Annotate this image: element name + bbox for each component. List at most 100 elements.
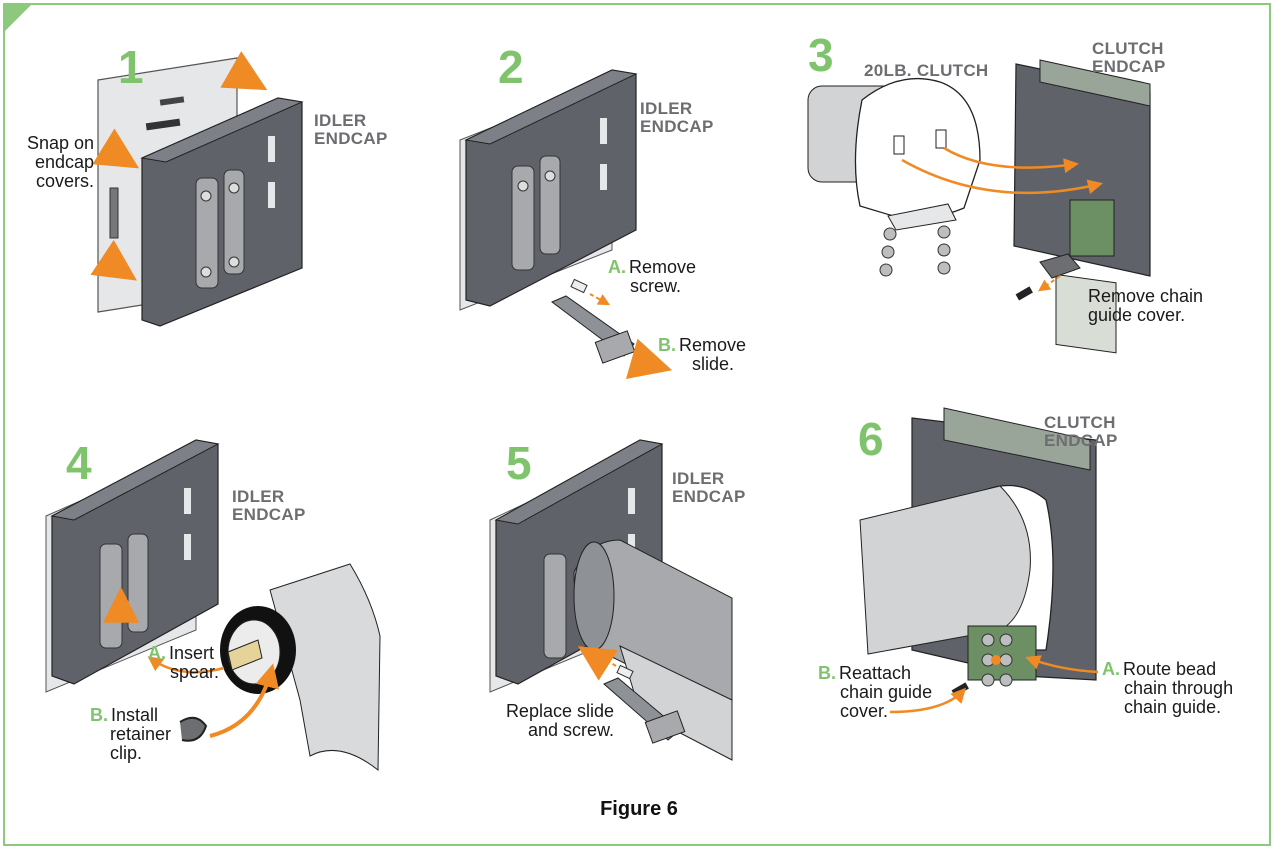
part-label-line: ENDCAP (640, 117, 714, 136)
callout-line: endcap (34, 152, 94, 172)
clutch-endcap-inner (943, 407, 1091, 471)
snap-arrow (220, 51, 268, 91)
part-label-line: ENDCAP (314, 129, 388, 148)
snap-arrow (92, 128, 140, 169)
roller-tube-rim (573, 541, 615, 651)
clutch-lug (935, 129, 947, 149)
part-label-line: IDLER (672, 469, 725, 488)
slide-bracket (223, 169, 245, 275)
clutch-lug (893, 135, 905, 155)
part-label-line: IDLER (232, 487, 285, 506)
step-5-part-label: IDLER ENDCAP (672, 470, 746, 506)
part-label-line: ENDCAP (1044, 431, 1118, 450)
step-2-number: 2 (498, 41, 524, 93)
bead-chain (879, 225, 951, 277)
screw-arrow (589, 293, 611, 306)
spear-arrow (147, 656, 225, 674)
callout-line: chain guide (840, 682, 933, 702)
figure-caption: Figure 6 (600, 798, 678, 820)
idler-endcap-top (140, 97, 304, 163)
slide-arrow (625, 338, 673, 379)
endcap-slot (268, 136, 275, 162)
step-5-number: 5 (506, 437, 532, 489)
endcap-slot (184, 534, 191, 560)
snap-arrow (90, 239, 137, 281)
part-label-line: CLUTCH (1092, 39, 1164, 58)
figure-frame (3, 3, 1271, 846)
chain-entry-highlight (991, 655, 1001, 665)
step-4-callout-b: B.Install retainer clip. (90, 706, 171, 763)
callout-line: covers. (35, 171, 94, 191)
step-3-illustration (807, 59, 1151, 354)
shade-fabric (269, 563, 381, 772)
part-label-line: IDLER (640, 99, 693, 118)
bracket-rivet (517, 180, 529, 192)
cover-slot (159, 96, 185, 106)
callout-letter: B. (818, 663, 836, 683)
removed-screw (570, 278, 588, 294)
step-6-callout-a: A.Route bead chain through chain guide. (1102, 660, 1233, 717)
step-1-number: 1 (118, 41, 144, 93)
callout-line: Route bead (1123, 659, 1217, 679)
chain-guide-cover (1039, 253, 1081, 279)
slide-bracket (127, 533, 149, 633)
step-6-illustration (859, 407, 1099, 714)
route-arrow (1025, 655, 1099, 674)
lug-arrow (943, 146, 1079, 174)
frame-corner-accent (5, 5, 31, 31)
callout-letter: A. (608, 257, 626, 277)
lug-arrow (901, 158, 1103, 195)
bracket-rivet (228, 182, 240, 194)
cover-label (145, 118, 181, 131)
step-4-part-label: IDLER ENDCAP (232, 488, 306, 524)
callout-line: Reattach (839, 663, 912, 683)
callout-line: spear. (170, 662, 220, 682)
callout-line: chain guide. (1124, 697, 1222, 717)
slide-head (644, 710, 686, 744)
callout-line: Remove (629, 257, 697, 277)
endcap-slot (184, 488, 191, 514)
part-label-line: ENDCAP (232, 505, 306, 524)
idler-endcap-top (494, 439, 664, 525)
chain-guide-lip (887, 203, 957, 231)
bracket-rivet (200, 190, 212, 202)
cover-side-slot (109, 187, 119, 239)
step-4-callout-a: A.Insert spear. (148, 644, 219, 682)
callout-line: retainer (110, 724, 172, 744)
clutch-housing (854, 77, 981, 220)
spear-pin (227, 639, 263, 671)
callout-line: Remove chain (1088, 286, 1204, 306)
slide-bracket (195, 177, 219, 289)
idler-endcap-top (50, 439, 220, 521)
step-1-callout: Snap on endcap covers. (10, 134, 94, 191)
callout-line: slide. (692, 354, 735, 374)
endcap-slot (628, 488, 635, 514)
callout-line: Replace slide (505, 701, 614, 721)
bracket-rivet (228, 256, 240, 268)
callout-line: guide cover. (1088, 305, 1186, 325)
part-label-line: ENDCAP (672, 487, 746, 506)
slide-bracket (543, 553, 567, 659)
callout-line: Snap on (26, 133, 94, 153)
callout-line: Install (111, 705, 159, 725)
cover-screw (1015, 286, 1033, 301)
screw-arrow (597, 654, 617, 667)
endcap-slot (600, 164, 607, 190)
step-6-part-label: CLUTCH ENDCAP (1044, 414, 1118, 450)
callout-letter: A. (1102, 659, 1120, 679)
bracket-rivet (544, 170, 556, 182)
step-1-part-label: IDLER ENDCAP (314, 112, 388, 148)
step-6-callout-b: B.Reattach chain guide cover. (818, 664, 932, 721)
endcap-slot (268, 182, 275, 208)
step-3-number: 3 (808, 29, 834, 81)
slide-bracket (511, 165, 535, 271)
callout-line: Insert (169, 643, 215, 663)
endcap-slot (600, 118, 607, 144)
step-5-callout: Replace slide and screw. (480, 702, 614, 740)
step-3-secondary-label: 20LB. CLUTCH (864, 61, 989, 80)
callout-line: and screw. (527, 720, 614, 740)
clutch-endcap-inner (1039, 59, 1151, 107)
clutch-mount-window (1055, 273, 1117, 354)
step-2-illustration (459, 69, 673, 379)
